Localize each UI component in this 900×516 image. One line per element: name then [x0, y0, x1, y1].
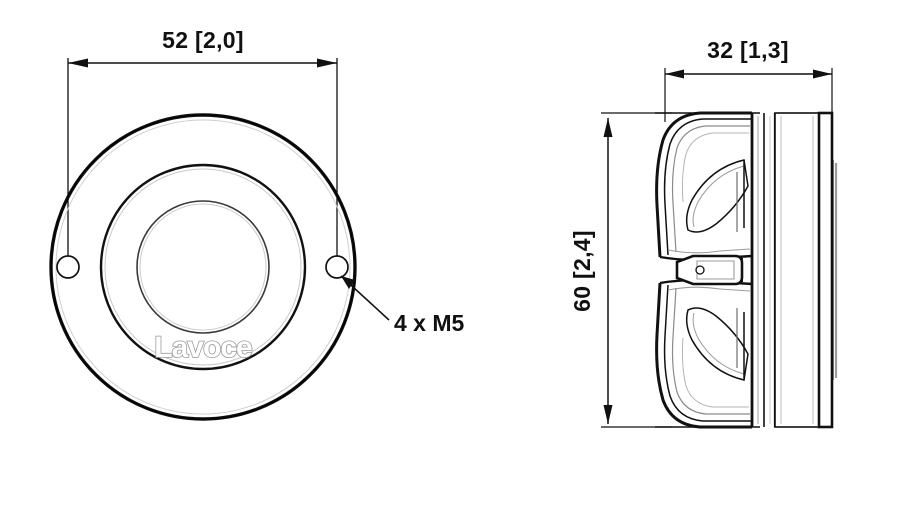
- side-height-dimension-line: [603, 118, 613, 424]
- mounting-hole-right: [325, 255, 349, 279]
- side-view: 32 [1,3] 60 [2,4]: [569, 37, 838, 429]
- inner-dome-circle: [136, 200, 270, 334]
- m5-callout-label: 4 x M5: [394, 310, 465, 336]
- outer-flange-circle-inner-edge: [50, 114, 356, 420]
- front-view: 52 [2,0] Lavoce 4 x M5: [49, 27, 465, 421]
- middle-ring-circle: [99, 163, 307, 371]
- terminal-block: [675, 254, 744, 286]
- front-view-extension-lines: [67, 58, 338, 268]
- mounting-hole-left: [56, 255, 80, 279]
- side-width-dimension-line: [665, 69, 832, 79]
- rear-cover: [817, 111, 838, 429]
- inner-dome-highlight: [139, 203, 267, 331]
- outer-flange-highlight: [55, 119, 351, 415]
- side-body-profile: [655, 111, 838, 429]
- terminal-hole: [695, 265, 705, 275]
- front-width-dimension-label: 52 [2,0]: [162, 27, 244, 53]
- front-width-dimension-line: [68, 58, 337, 68]
- middle-ring-highlight: [104, 168, 302, 366]
- side-width-dimension-label: 32 [1,3]: [707, 37, 789, 63]
- m5-callout-leader: [340, 275, 390, 321]
- side-height-dimension-label: 60 [2,4]: [569, 230, 595, 312]
- brand-logo-lavoce: Lavoce: [154, 331, 252, 364]
- magnet-body: [774, 112, 820, 428]
